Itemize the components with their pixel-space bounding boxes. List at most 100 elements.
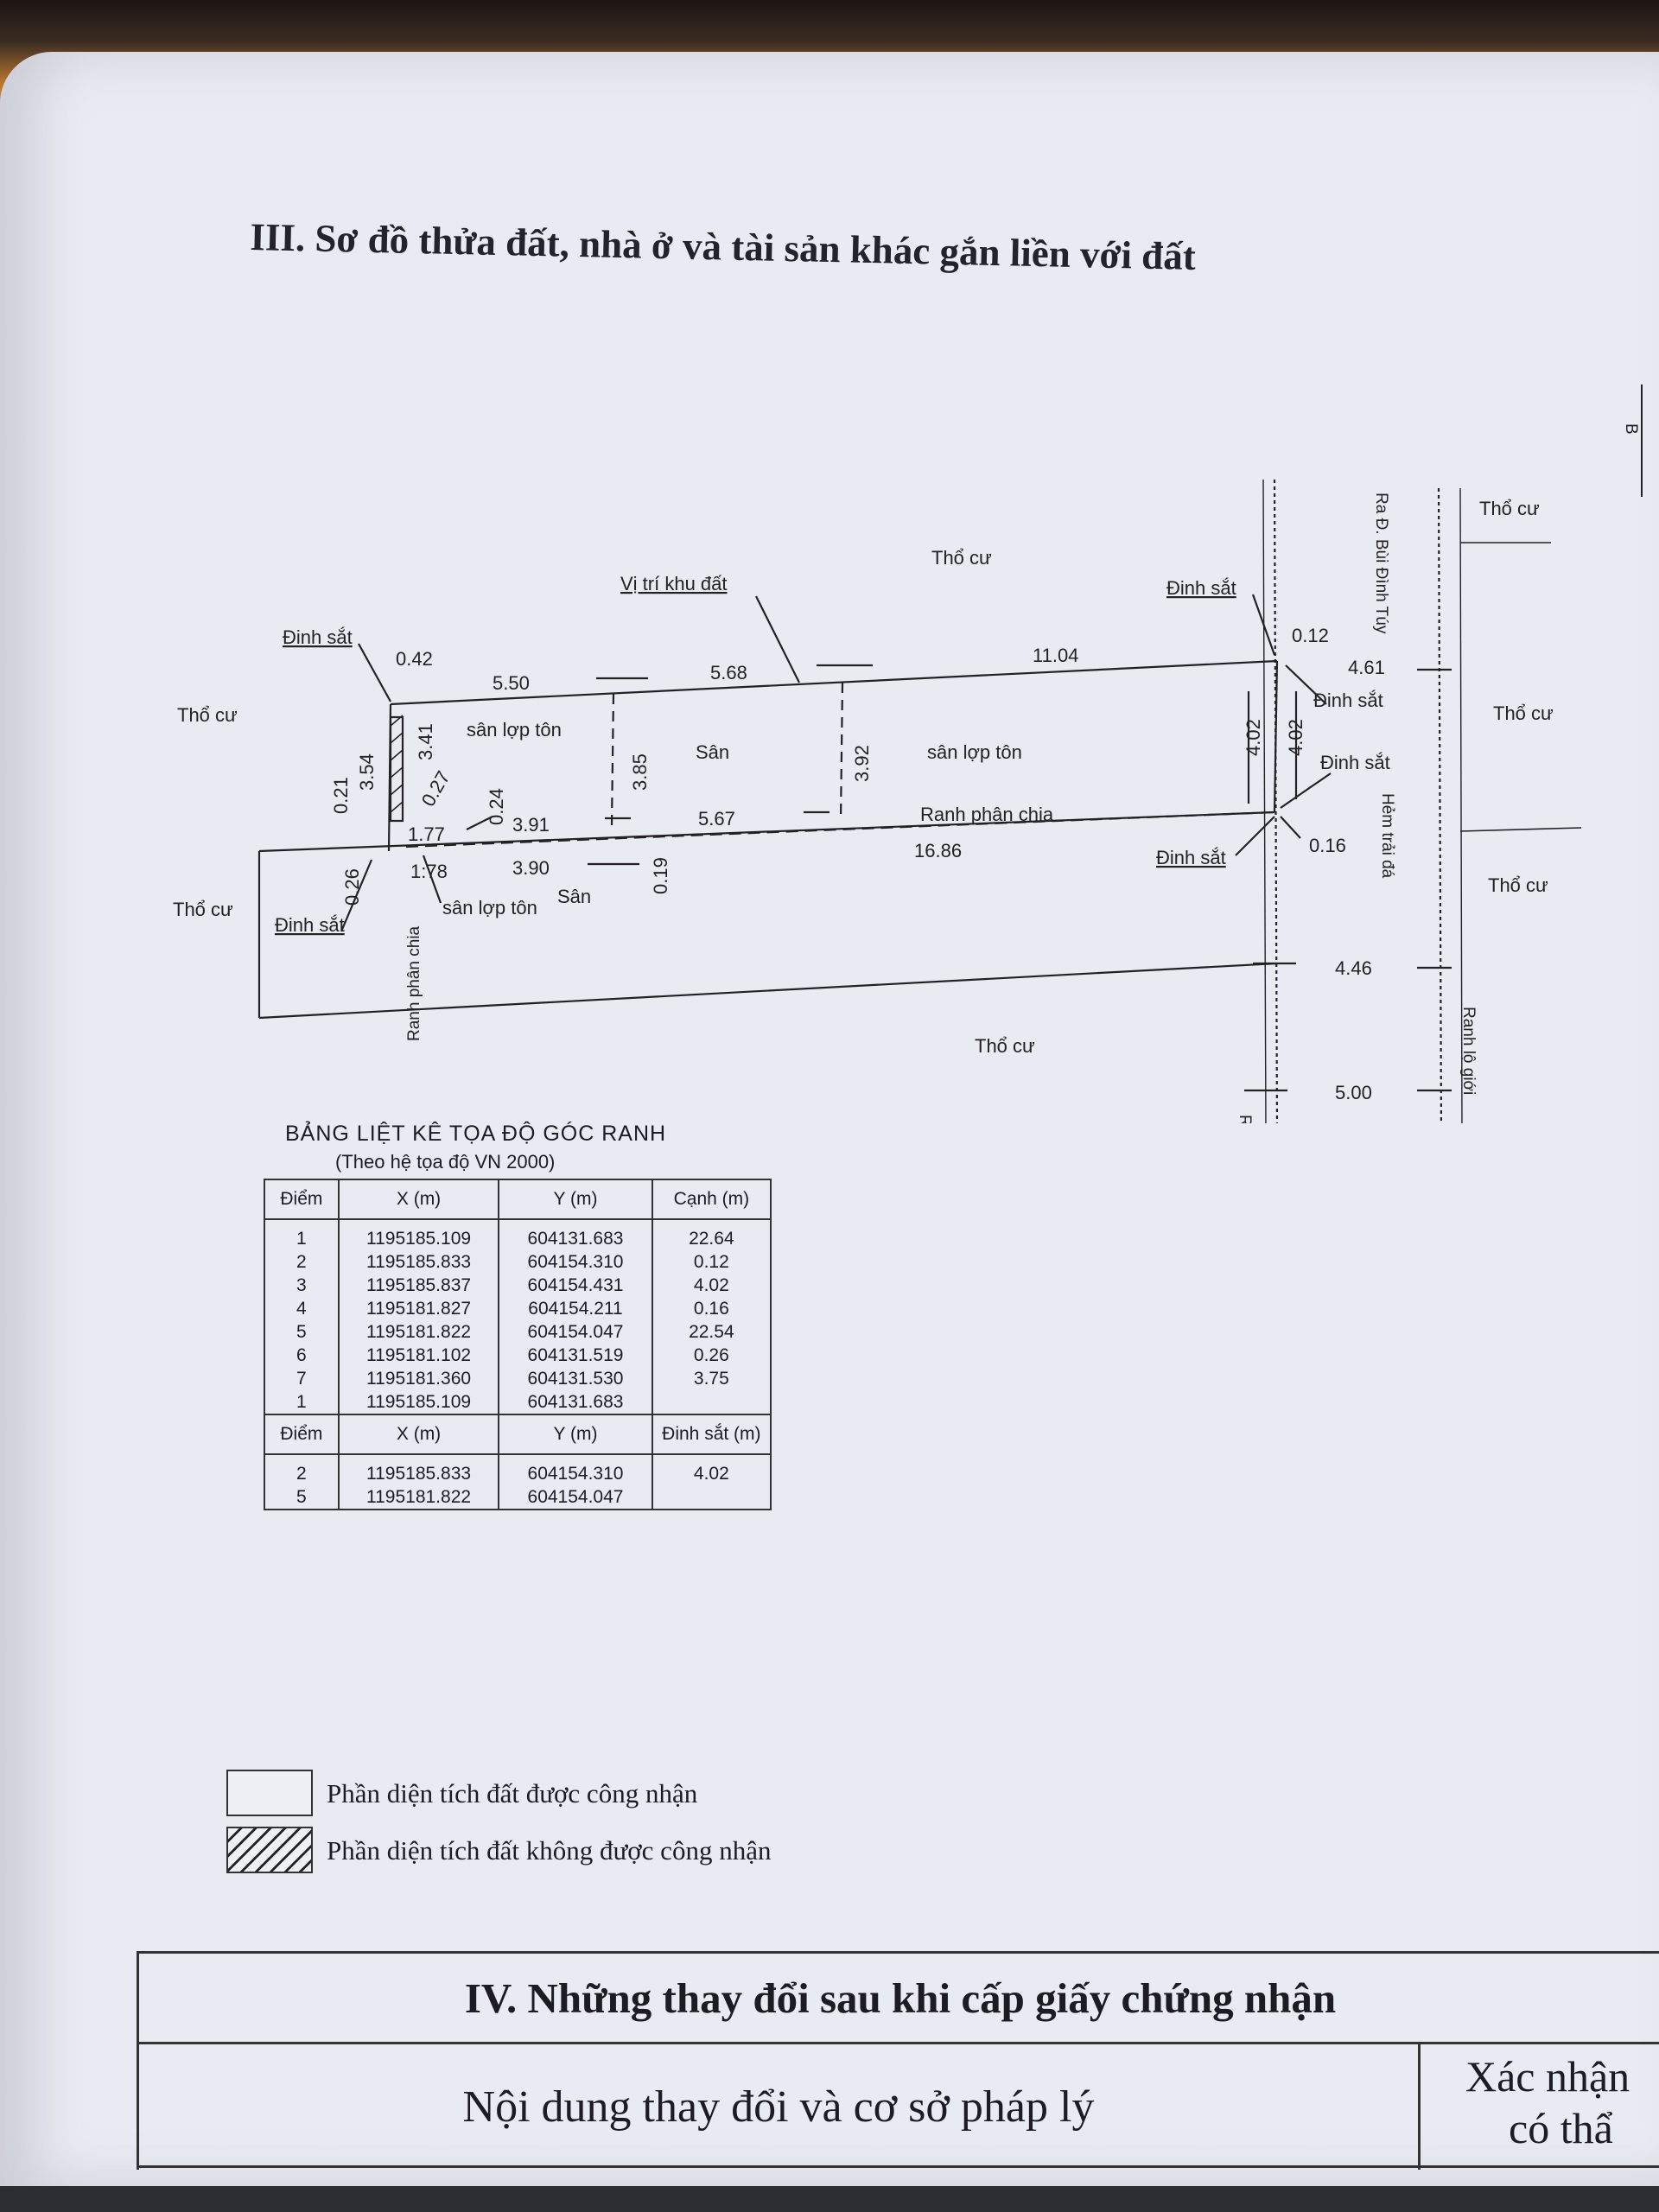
dim-mid-3: 16.86 bbox=[914, 840, 962, 861]
iron-nail-se2: Đinh sắt bbox=[1156, 847, 1226, 868]
legend-not-recognized-label: Phần diện tích đất không được công nhận bbox=[327, 1835, 772, 1866]
dim-v-9: 0.19 bbox=[650, 857, 671, 894]
coordinate-table-heading: BẢNG LIỆT KÊ TỌA ĐỘ GÓC RANH bbox=[285, 1122, 667, 1146]
dim-nw-corner: 0.42 bbox=[396, 648, 433, 670]
dim-road-width-2: 4.46 bbox=[1335, 957, 1372, 979]
nail-table-header: Điểm X (m) Y (m) Đinh sắt (m) bbox=[264, 1414, 772, 1455]
dim-v-10: 4.02 bbox=[1243, 719, 1264, 756]
legend-recognized-swatch bbox=[226, 1770, 313, 1816]
neighbor-south: Thổ cư bbox=[975, 1035, 1035, 1057]
changes-title: IV. Những thay đổi sau khi cấp giấy chứn… bbox=[139, 1954, 1659, 2044]
dim-v-5: 0.24 bbox=[486, 788, 507, 825]
header-point: Điểm bbox=[264, 1179, 340, 1220]
nail-header-x: X (m) bbox=[337, 1414, 500, 1455]
road-label: Ra Đ. Bùi Đình Túy bbox=[1372, 493, 1390, 634]
dim-ne-corner: 0.12 bbox=[1292, 625, 1329, 646]
dim-road-width-1: 4.61 bbox=[1348, 657, 1385, 678]
header-x: X (m) bbox=[337, 1179, 500, 1220]
neighbor-east-3: Thổ cư bbox=[1488, 874, 1548, 896]
dim-v-6: 3.85 bbox=[629, 753, 651, 791]
legend-not-recognized-swatch bbox=[226, 1827, 313, 1873]
road-boundary-left bbox=[1273, 479, 1279, 1123]
changes-confirm-header: Xác nhận có thẩ bbox=[1465, 2050, 1630, 2154]
alley-label: Hẻm trải đá bbox=[1378, 793, 1396, 879]
height-ticks bbox=[1247, 691, 1298, 804]
inner-division-2 bbox=[839, 682, 844, 822]
site-location-label: Vị trí khu đất bbox=[620, 573, 728, 594]
nail-header-point: Điểm bbox=[264, 1414, 340, 1455]
neighbor-north: Thổ cư bbox=[931, 547, 992, 569]
area-roofed-yard-3: sân lợp tôn bbox=[442, 897, 537, 918]
iron-nail-sw: Đinh sắt bbox=[275, 914, 345, 936]
parcel-bottom-edge bbox=[258, 962, 1278, 1020]
changes-section: IV. Những thay đổi sau khi cấp giấy chứn… bbox=[137, 1951, 1659, 2170]
changes-divider bbox=[139, 2165, 1659, 2168]
coordinate-table-header: Điểm X (m) Y (m) Cạnh (m) bbox=[264, 1179, 772, 1220]
desk-background-bottom bbox=[0, 2186, 1659, 2212]
legend-recognized-label: Phần diện tích đất được công nhận bbox=[327, 1778, 698, 1808]
nail-header-nail: Đinh sắt (m) bbox=[651, 1414, 772, 1455]
parcel-top-edge bbox=[390, 659, 1278, 706]
division-line bbox=[258, 810, 1275, 853]
road-boundary-left-2 bbox=[1262, 479, 1267, 1123]
dim-v-2: 3.41 bbox=[415, 723, 436, 760]
neighbor-west-lower: Thổ cư bbox=[173, 899, 233, 920]
road-boundary-right-2 bbox=[1459, 487, 1463, 1123]
area-yard-2: Sân bbox=[557, 886, 591, 907]
inner-dash-line bbox=[405, 810, 1275, 849]
dim-road-width-3: 5.00 bbox=[1335, 1082, 1372, 1103]
changes-confirm-line-1: Xác nhận bbox=[1465, 2052, 1630, 2101]
inner-division-1 bbox=[610, 693, 615, 826]
dim-low-1: 1:78 bbox=[410, 861, 448, 882]
neighbor-west-upper: Thổ cư bbox=[177, 704, 238, 726]
site-pointer bbox=[755, 595, 800, 683]
land-plot-diagram: Thổ cư Thổ cư Thổ cư Thổ cư Thổ cư Thổ c… bbox=[173, 385, 1643, 1123]
road-boundary-right bbox=[1437, 487, 1443, 1123]
iron-nail-nw: Đinh sắt bbox=[283, 626, 353, 648]
dim-mid-1: 3.91 bbox=[512, 814, 550, 836]
neighbor-east-1: Thổ cư bbox=[1479, 498, 1540, 519]
coordinate-table-subheading: (Theo hệ tọa độ VN 2000) bbox=[335, 1151, 556, 1173]
dim-low-2: 3.90 bbox=[512, 857, 550, 879]
area-yard-1: Sân bbox=[696, 741, 729, 763]
changes-confirm-line-2: có thẩ bbox=[1509, 2104, 1613, 2152]
boundary-right-label: Ranh lộ giới bbox=[1459, 1007, 1478, 1095]
dim-v-11: 4.02 bbox=[1285, 719, 1306, 756]
division-line-label: Ranh phân chia bbox=[920, 804, 1054, 825]
header-y: Y (m) bbox=[498, 1179, 653, 1220]
area-roofed-yard-1: sân lợp tôn bbox=[467, 719, 562, 741]
dim-v-7: 3.92 bbox=[851, 745, 873, 782]
north-mark: B bbox=[1622, 423, 1640, 435]
header-edge: Cạnh (m) bbox=[651, 1179, 772, 1220]
nail-header-y: Y (m) bbox=[498, 1414, 653, 1455]
iron-nail-ne2: Đinh sắt bbox=[1313, 690, 1383, 711]
dim-top-3: 11.04 bbox=[1033, 645, 1078, 666]
dim-mid-4: 1.77 bbox=[408, 823, 445, 845]
hatched-strip bbox=[389, 715, 404, 823]
dim-v-4: 0.27 bbox=[417, 767, 454, 810]
neighbor-east-2: Thổ cư bbox=[1493, 702, 1554, 724]
dim-v-3: 0.21 bbox=[330, 777, 352, 814]
dim-top-2: 5.68 bbox=[710, 662, 747, 683]
boundary-left-label: Ranh lộ giới bbox=[1236, 1115, 1254, 1123]
dim-mid-2: 5.67 bbox=[698, 808, 735, 830]
east-neighbor-line-2 bbox=[1459, 827, 1582, 832]
changes-content-header: Nội dung thay đổi và cơ sở pháp lý bbox=[139, 2044, 1421, 2170]
iron-nail-se: Đinh sắt bbox=[1320, 752, 1390, 773]
division-line-vertical-label: Ranh phân chia bbox=[405, 925, 423, 1041]
dim-v-1: 3.54 bbox=[356, 753, 378, 791]
dim-se-corner: 0.16 bbox=[1309, 835, 1346, 856]
